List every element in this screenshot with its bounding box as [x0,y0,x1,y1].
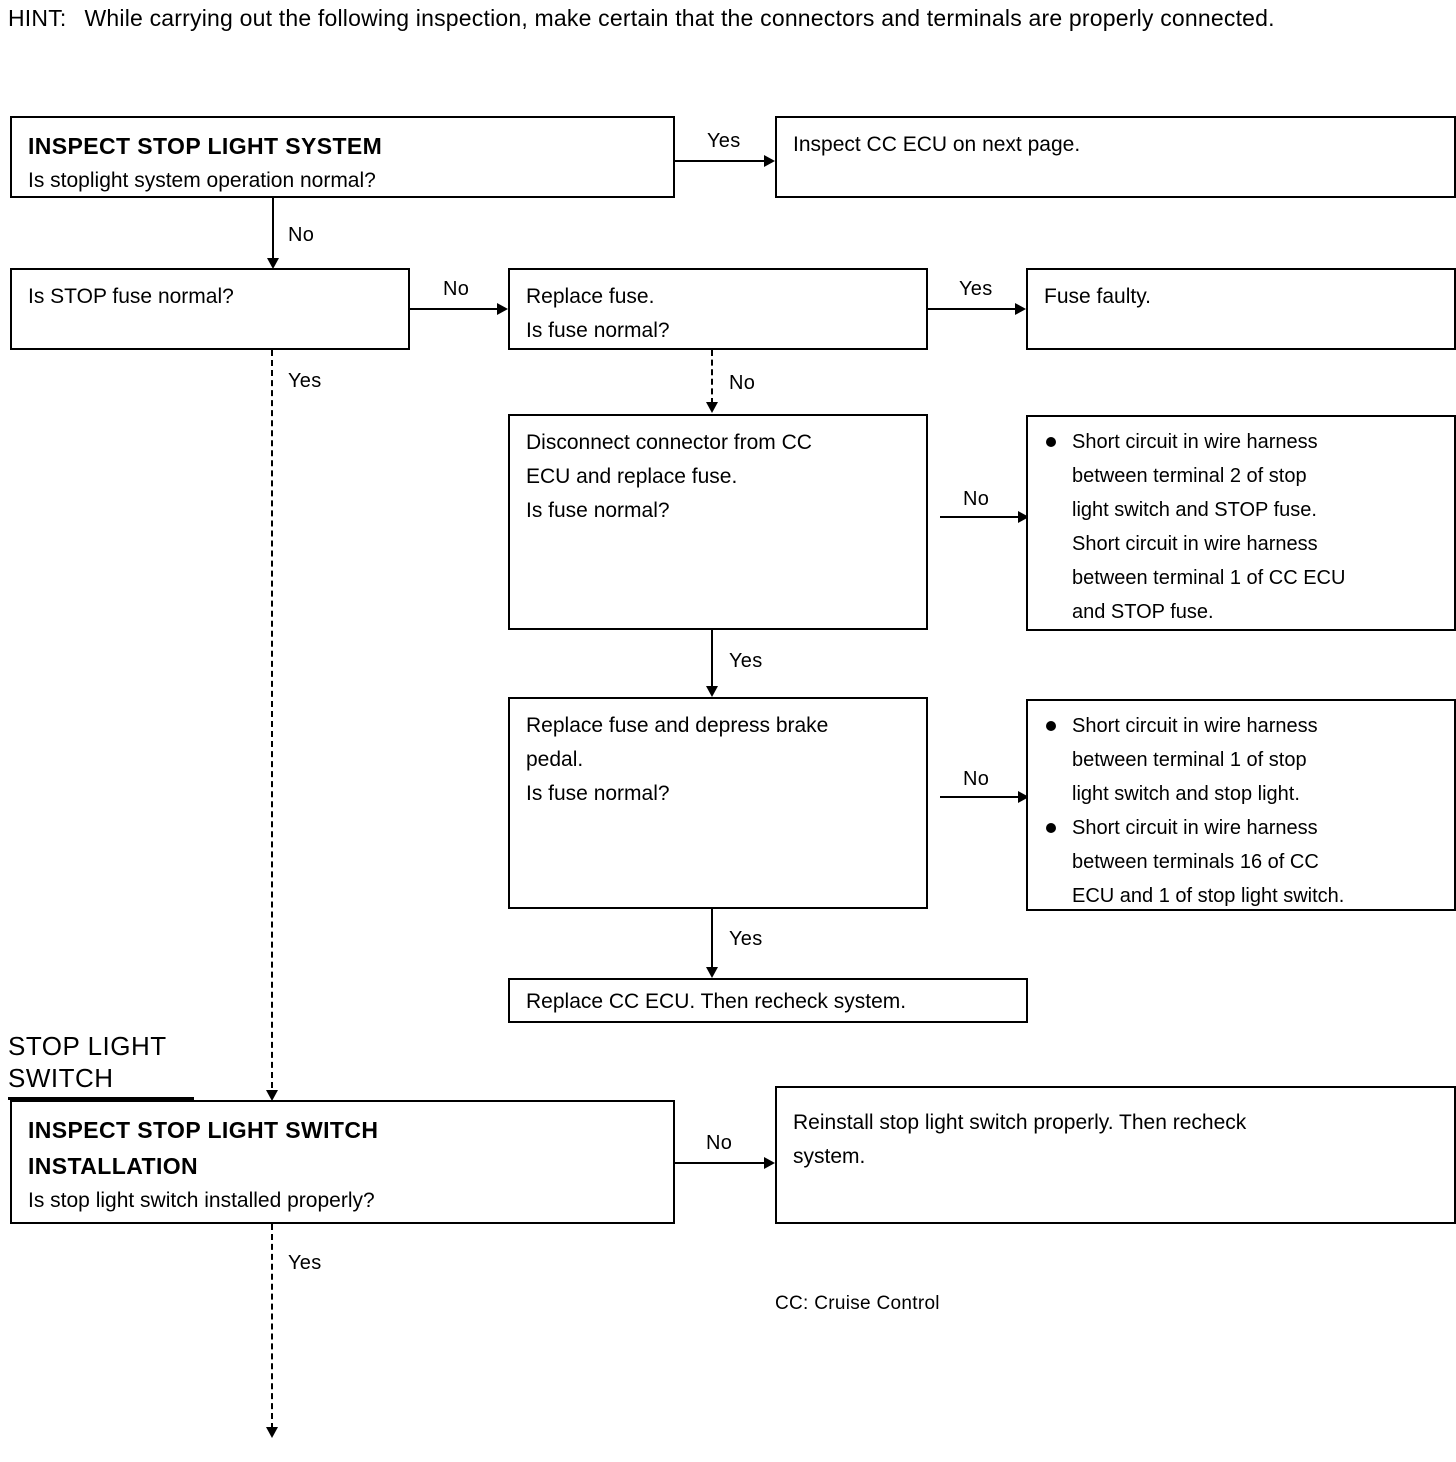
bullet-line: Short circuit in wire harness [1072,431,1318,453]
bullet-line: ECU and 1 of stop light switch. [1072,885,1345,907]
bullet-dot-icon [1046,437,1056,447]
section-heading-stop-light-switch: STOP LIGHT SWITCH [8,1030,194,1100]
footnote-cc-abbreviation: CC: Cruise Control [775,1293,940,1314]
arrowhead-no-to-short-circuit-2 [1018,791,1029,803]
box-text: Is STOP fuse normal? [28,285,234,308]
box-replace-fuse: Replace fuse. Is fuse normal? [508,268,928,350]
box-inspect-cc-ecu: Inspect CC ECU on next page. [775,116,1456,198]
bullet-line: Short circuit in wire harness [1072,817,1318,839]
connector-no-to-short-circuit-1 [940,516,1020,518]
edge-label-no-to-short-circuit-1: No [963,488,990,510]
box-text: Replace CC ECU. Then recheck system. [526,990,907,1013]
connector-no-to-stop-fuse [272,198,274,260]
bullet-line: between terminal 1 of CC ECU [1072,567,1346,589]
box-fuse-faulty: Fuse faulty. [1026,268,1456,350]
edge-label-yes-to-cc-ecu: Yes [707,130,741,152]
list-item: Short circuit in wire harness between te… [1042,811,1444,913]
box-line-1: Replace fuse and depress brake [526,714,829,737]
box-line-3: Is fuse normal? [526,499,670,522]
arrowhead-yes-to-replace-cc-ecu [706,967,718,978]
arrowhead-no-to-reinstall [764,1157,775,1169]
edge-label-no-to-stop-fuse: No [288,224,315,246]
bullet-dot-icon [1046,721,1056,731]
section-heading-underline [8,1097,194,1100]
box-line-1: Reinstall stop light switch properly. Th… [793,1111,1247,1134]
connector-no-to-short-circuit-2 [940,796,1020,798]
hint-label: HINT: [8,5,67,31]
list-item: Short circuit in wire harness between te… [1042,709,1444,811]
edge-label-no-to-replace-fuse: No [443,278,470,300]
arrowhead-yes-to-replace-depress [706,686,718,697]
box-question: Is stoplight system operation normal? [28,169,376,192]
box-inspect-switch-installation: INSPECT STOP LIGHT SWITCH INSTALLATION I… [10,1100,675,1224]
bullet-line: between terminals 16 of CC [1072,851,1319,873]
bullet-line: between terminal 1 of stop [1072,749,1307,771]
arrowhead-yes-to-cc-ecu [764,155,775,167]
connector-yes-long-branch [271,350,273,1098]
box-question: Is stop light switch installed properly? [28,1189,375,1212]
bullet-dot-icon [1046,823,1056,833]
bullet-line: between terminal 2 of stop [1072,465,1307,487]
arrowhead-no-to-disconnect [706,402,718,413]
connector-yes-to-replace-depress [711,630,713,688]
connector-no-to-disconnect [711,350,713,404]
box-line-1: Disconnect connector from CC [526,431,812,454]
bullet-line: light switch and stop light. [1072,783,1300,805]
box-line-2: pedal. [526,748,584,771]
box-title-line-1: INSPECT STOP LIGHT SWITCH [28,1117,379,1143]
arrowhead-yes-to-fuse-faulty [1015,303,1026,315]
box-replace-fuse-depress-brake: Replace fuse and depress brake pedal. Is… [508,697,928,909]
box-title: INSPECT STOP LIGHT SYSTEM [28,133,383,159]
bullet-list: Short circuit in wire harness between te… [1028,701,1454,913]
box-reinstall-switch: Reinstall stop light switch properly. Th… [775,1086,1456,1224]
box-disconnect-connector: Disconnect connector from CC ECU and rep… [508,414,928,630]
arrowhead-no-to-stop-fuse [267,258,279,269]
box-line-2: ECU and replace fuse. [526,465,738,488]
connector-yes-to-cc-ecu [675,160,765,162]
box-line-2: Is fuse normal? [526,319,670,342]
list-item: Short circuit in wire harness between te… [1042,425,1444,527]
edge-label-yes-to-fuse-faulty: Yes [959,278,993,300]
box-short-circuit-stop-light: Short circuit in wire harness between te… [1026,699,1456,911]
bullet-line: Short circuit in wire harness [1072,715,1318,737]
edge-label-no-to-reinstall: No [706,1132,733,1154]
box-inspect-stop-light-system: INSPECT STOP LIGHT SYSTEM Is stoplight s… [10,116,675,198]
list-item: Short circuit in wire harness between te… [1042,527,1444,629]
arrowhead-yes-long-branch [266,1090,278,1101]
connector-no-to-reinstall [675,1162,765,1164]
connector-yes-from-switch-install [271,1224,273,1429]
box-text: Inspect CC ECU on next page. [793,133,1081,156]
edge-label-yes-from-stop-fuse: Yes [288,370,322,392]
bullet-line: and STOP fuse. [1072,601,1214,623]
arrowhead-yes-from-switch-install [266,1427,278,1438]
box-line-2: system. [793,1145,866,1168]
box-title-line-2: INSTALLATION [28,1153,199,1179]
connector-yes-to-fuse-faulty [928,308,1016,310]
box-replace-cc-ecu: Replace CC ECU. Then recheck system. [508,978,1028,1023]
hint-text: While carrying out the following inspect… [84,5,1275,31]
box-line-1: Replace fuse. [526,285,655,308]
bullet-list: Short circuit in wire harness between te… [1028,417,1454,629]
bullet-line: Short circuit in wire harness [1072,533,1318,555]
box-line-3: Is fuse normal? [526,782,670,805]
box-text: Fuse faulty. [1044,285,1151,308]
edge-label-yes-to-replace-cc-ecu: Yes [729,928,763,950]
hint-note: HINT: While carrying out the following in… [8,2,1448,35]
connector-yes-to-replace-cc-ecu [711,909,713,969]
box-short-circuit-stop-fuse: Short circuit in wire harness between te… [1026,415,1456,631]
arrowhead-no-to-short-circuit-1 [1018,511,1029,523]
edge-label-yes-to-replace-depress: Yes [729,650,763,672]
box-is-stop-fuse-normal: Is STOP fuse normal? [10,268,410,350]
edge-label-no-to-short-circuit-2: No [963,768,990,790]
connector-no-to-replace-fuse [410,308,498,310]
section-heading-line-2: SWITCH [8,1063,114,1093]
arrowhead-no-to-replace-fuse [497,303,508,315]
section-heading-line-1: STOP LIGHT [8,1031,167,1061]
bullet-line: light switch and STOP fuse. [1072,499,1317,521]
edge-label-yes-from-switch-install: Yes [288,1252,322,1274]
edge-label-no-to-disconnect: No [729,372,756,394]
